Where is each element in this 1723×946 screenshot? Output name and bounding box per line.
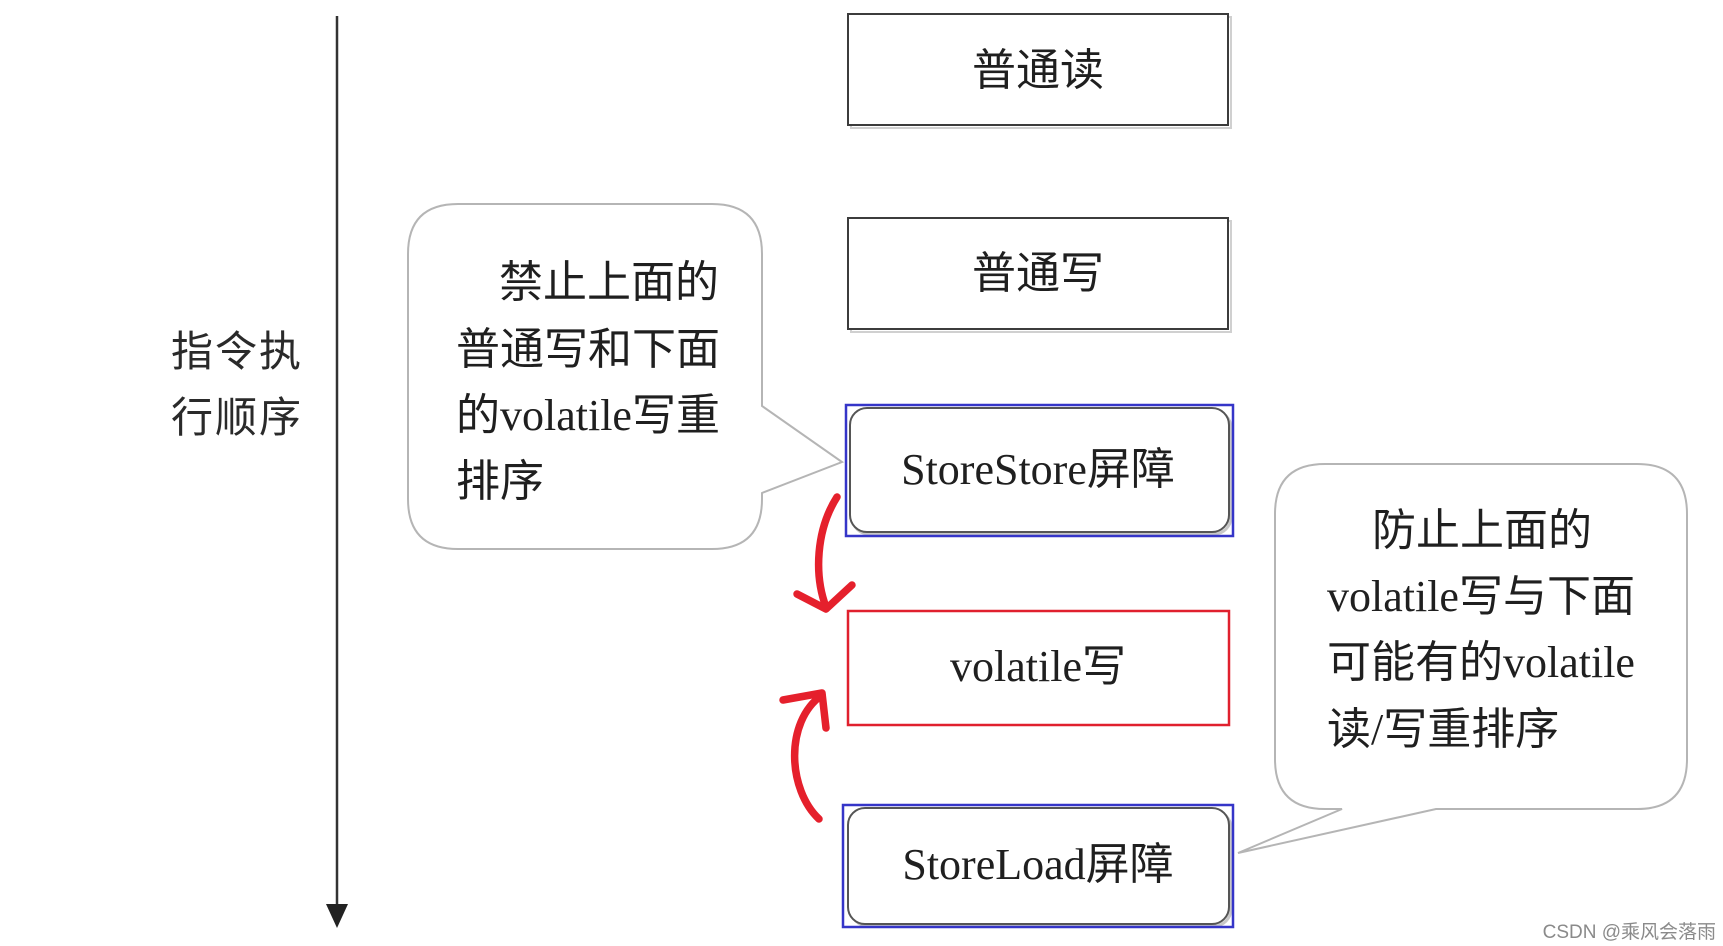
callout-line: volatile写与下面	[1327, 572, 1635, 621]
red-arrow-up	[779, 689, 830, 823]
red-arrow-down	[793, 493, 856, 613]
step-label: volatile写	[950, 642, 1126, 691]
step-label: StoreStore屏障	[901, 445, 1175, 494]
step-label: StoreLoad屏障	[902, 840, 1173, 889]
step-label: 普通读	[972, 46, 1104, 95]
callout-line: 可能有的volatile	[1327, 638, 1635, 687]
highlight-frame	[841, 803, 1235, 929]
axis-arrowhead-icon	[326, 904, 348, 928]
step-storeload-barrier: StoreLoad屏障	[841, 803, 1235, 929]
step-label: 普通写	[972, 249, 1104, 298]
callout-line: 禁止上面的	[499, 258, 719, 307]
callout-line: 防止上面的	[1372, 506, 1592, 555]
red-arrow-down-head-icon	[793, 581, 856, 613]
red-arrow-up-curve	[791, 691, 826, 823]
callout-line: 普通写和下面	[456, 325, 720, 374]
step-box	[847, 217, 1229, 330]
axis-label-line-1: 指令执	[171, 330, 303, 376]
barrier-box	[849, 407, 1230, 533]
callout-storeload: 防止上面的 volatile写与下面 可能有的volatile 读/写重排序	[1237, 463, 1688, 854]
red-arrow-up-head-icon	[779, 689, 830, 732]
callout-bubble	[1237, 463, 1688, 854]
step-volatile-write: volatile写	[846, 609, 1231, 727]
callout-line: 排序	[456, 457, 544, 506]
step-box	[846, 609, 1231, 727]
step-storestore-barrier: StoreStore屏障	[844, 403, 1235, 538]
axis-label-line-2: 行顺序	[171, 396, 303, 442]
watermark: CSDN @乘风会落雨	[1543, 921, 1716, 943]
step-normal-read: 普通读	[847, 13, 1232, 129]
callout-bubble	[407, 203, 845, 550]
red-arrow-down-curve	[814, 493, 841, 611]
execution-order-axis	[326, 16, 348, 928]
barrier-box	[847, 807, 1230, 925]
callout-line: 读/写重排序	[1327, 705, 1559, 754]
callout-storestore: 禁止上面的 普通写和下面 的volatile写重 排序	[407, 203, 845, 550]
step-box	[847, 13, 1229, 126]
callout-line: 的volatile写重	[456, 391, 720, 440]
step-normal-write: 普通写	[847, 217, 1232, 333]
highlight-frame	[844, 403, 1235, 538]
